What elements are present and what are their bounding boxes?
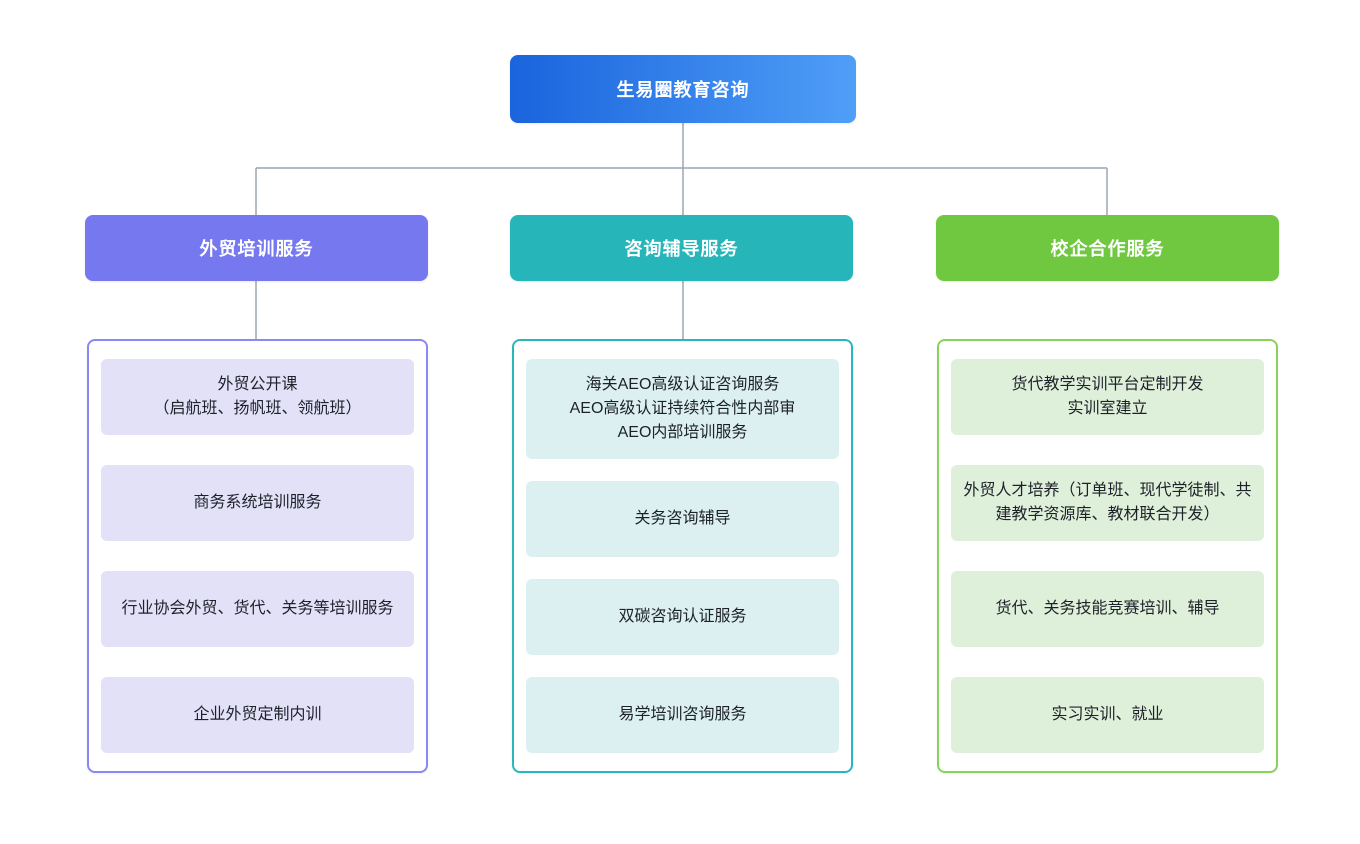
service-item: 海关AEO高级认证咨询服务 AEO高级认证持续符合性内部审 AEO内部培训服务 (526, 359, 839, 459)
service-item: 货代、关务技能竞赛培训、辅导 (951, 571, 1264, 647)
service-item: 实习实训、就业 (951, 677, 1264, 753)
service-item: 外贸人才培养（订单班、现代学徒制、共建教学资源库、教材联合开发） (951, 465, 1264, 541)
service-item: 行业协会外贸、货代、关务等培训服务 (101, 571, 414, 647)
branch-items-panel: 货代教学实训平台定制开发 实训室建立 外贸人才培养（订单班、现代学徒制、共建教学… (937, 339, 1278, 773)
branch-items-panel: 海关AEO高级认证咨询服务 AEO高级认证持续符合性内部审 AEO内部培训服务 … (512, 339, 853, 773)
service-item: 双碳咨询认证服务 (526, 579, 839, 655)
service-item: 易学培训咨询服务 (526, 677, 839, 753)
service-item: 企业外贸定制内训 (101, 677, 414, 753)
root-node: 生易圈教育咨询 (510, 55, 856, 123)
branch-header-consulting: 咨询辅导服务 (510, 215, 853, 281)
branch-header-trade-training: 外贸培训服务 (85, 215, 428, 281)
service-item: 商务系统培训服务 (101, 465, 414, 541)
service-item: 关务咨询辅导 (526, 481, 839, 557)
service-item: 外贸公开课 （启航班、扬帆班、领航班） (101, 359, 414, 435)
branch-items-panel: 外贸公开课 （启航班、扬帆班、领航班） 商务系统培训服务 行业协会外贸、货代、关… (87, 339, 428, 773)
branch-header-label: 外贸培训服务 (199, 239, 314, 259)
branch-header-label: 校企合作服务 (1050, 239, 1165, 259)
branch-header-label: 咨询辅导服务 (624, 239, 739, 259)
branch-header-school-enterprise: 校企合作服务 (936, 215, 1279, 281)
service-item: 货代教学实训平台定制开发 实训室建立 (951, 359, 1264, 435)
root-node-label: 生易圈教育咨询 (616, 80, 750, 100)
